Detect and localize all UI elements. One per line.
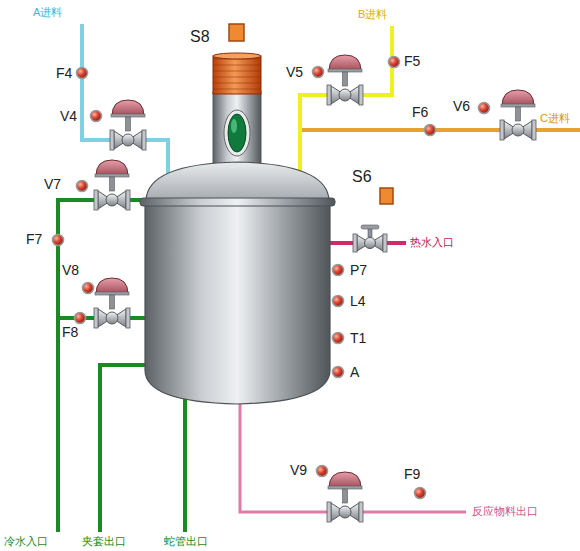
stream-label: 反应物料出口 — [472, 505, 538, 518]
switch-indicator — [229, 24, 244, 41]
vessel-flange — [140, 198, 335, 206]
sensor-dot — [77, 181, 88, 192]
stack-cap-top — [213, 53, 261, 59]
sensor-dot — [333, 296, 344, 307]
instrument-tag: F8 — [62, 324, 78, 340]
sensor-dot — [317, 466, 328, 477]
instrument-tag: T1 — [350, 330, 366, 346]
sensor-dot — [53, 235, 64, 246]
sight-glass-glare — [231, 119, 237, 133]
stack-cap — [213, 56, 261, 94]
instrument-tag: V9 — [290, 462, 307, 478]
jacket-pipe — [100, 365, 147, 532]
stream-label: A进料 — [33, 6, 62, 19]
switch-indicator — [380, 188, 393, 204]
instrument-tag: F7 — [26, 231, 42, 247]
sensor-dot — [333, 333, 344, 344]
vessel-head — [146, 162, 329, 200]
sensor-dot — [313, 67, 324, 78]
control-valve — [94, 160, 130, 210]
instrument-tag: V7 — [44, 176, 61, 192]
stream-label: 热水入口 — [410, 236, 454, 249]
sensor-dot — [415, 488, 426, 499]
stream-label: 夹套出口 — [82, 535, 126, 548]
feed-pipe — [300, 26, 392, 178]
stream-label: 冷水入口 — [4, 535, 48, 548]
feed-pipe — [82, 24, 168, 180]
stack-cap-stripes — [213, 56, 261, 94]
control-valve — [500, 90, 536, 140]
instrument-tag: S6 — [352, 168, 372, 186]
feed-pipe — [302, 128, 580, 132]
instrument-tag: L4 — [350, 293, 366, 309]
instrument-tag: V5 — [286, 64, 303, 80]
instrument-tag: F6 — [412, 104, 428, 120]
control-valve — [94, 278, 130, 328]
vessel-body — [145, 203, 330, 404]
control-valve — [327, 55, 363, 105]
sensor-dot — [425, 125, 436, 136]
sensor-dot — [91, 111, 102, 122]
sensor-dot — [479, 103, 490, 114]
water-pipe — [58, 200, 147, 532]
hand-valve — [353, 225, 387, 252]
coil-pipe — [183, 392, 187, 532]
control-valve — [327, 472, 363, 522]
instrument-tag: V6 — [453, 98, 470, 114]
control-valve — [110, 100, 146, 150]
stream-label: C进料 — [540, 112, 570, 125]
sensor-dot — [333, 367, 344, 378]
stream-label: B进料 — [358, 8, 387, 21]
sensor-dot — [83, 283, 94, 294]
instrument-tag: V8 — [62, 262, 79, 278]
instrument-tag: F5 — [404, 53, 420, 69]
outlet-pipe — [240, 400, 466, 512]
instrument-tag: V4 — [60, 108, 77, 124]
instrument-tag: S8 — [190, 28, 210, 46]
sight-glass — [228, 114, 246, 152]
instrument-tag: A — [350, 364, 359, 380]
instrument-tag: F4 — [56, 65, 72, 81]
instrument-tag: P7 — [350, 262, 367, 278]
stream-label: 蛇管出口 — [164, 535, 208, 548]
sensor-dot — [75, 313, 86, 324]
sensor-dot — [77, 68, 88, 79]
sight-glass-frame — [224, 110, 250, 156]
instrument-tag: F9 — [404, 466, 420, 482]
sensor-dot — [389, 57, 400, 68]
sensor-dot — [333, 265, 344, 276]
